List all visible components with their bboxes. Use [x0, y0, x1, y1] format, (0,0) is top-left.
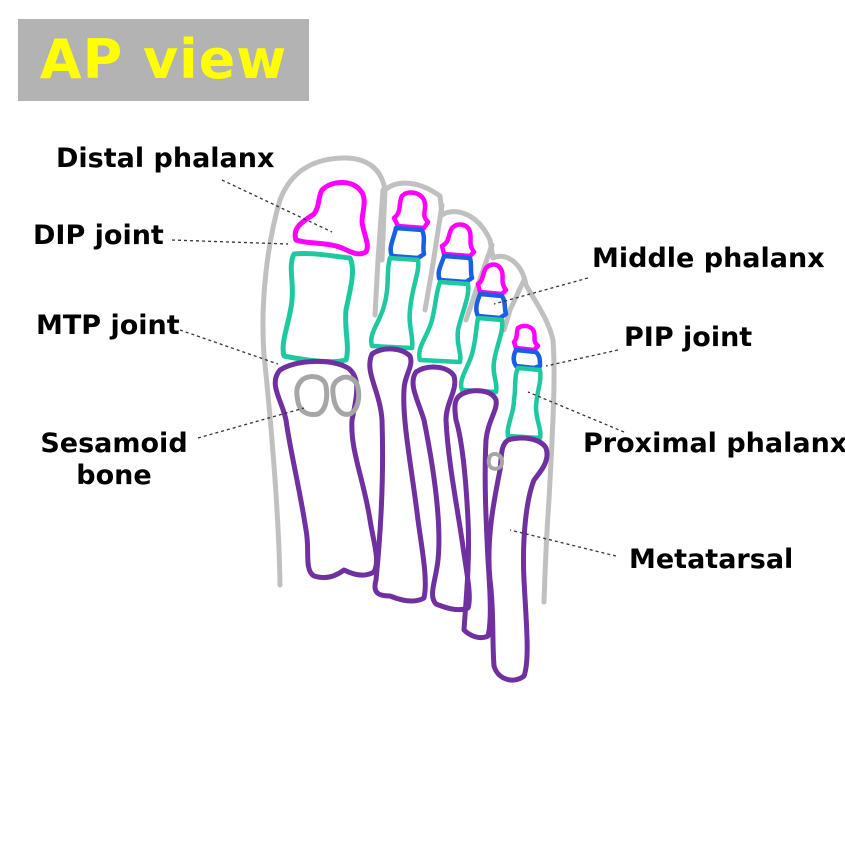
title-banner: AP view — [18, 19, 309, 101]
label-metatarsal: Metatarsal — [629, 544, 794, 575]
label-distal-phalanx: Distal phalanx — [56, 143, 275, 174]
leader-line-distal-phalanx — [221, 179, 333, 233]
label-pip-joint: PIP joint — [624, 322, 753, 353]
leader-line-metatarsal — [509, 529, 617, 557]
label-proximal-phalanx: Proximal phalanx — [583, 428, 845, 459]
leader-line-pip-joint — [545, 349, 619, 367]
distal-phalanx-5 — [511, 323, 541, 353]
proximal-phalanx-2 — [368, 255, 421, 351]
middle-phalanx-2 — [388, 225, 427, 261]
label-sesamoid-line1: Sesamoid — [40, 428, 188, 459]
label-middle-phalanx: Middle phalanx — [592, 243, 825, 274]
label-dip-joint: DIP joint — [33, 220, 164, 251]
leader-line-proximal-phalanx — [527, 391, 625, 433]
middle-phalanx-3 — [436, 253, 475, 285]
metatarsal-5 — [486, 435, 550, 683]
distal-phalanx-2 — [391, 190, 431, 231]
metatarsal-3 — [410, 364, 472, 613]
proximal-phalanx-4 — [458, 315, 505, 395]
proximal-phalanx-5 — [505, 365, 543, 441]
toe-gap-outline-1 — [372, 187, 386, 318]
leader-line-dip-joint — [171, 239, 289, 245]
label-mtp-joint: MTP joint — [36, 310, 180, 341]
distal-phalanx-4 — [475, 262, 509, 297]
label-sesamoid-bone: Sesamoid bone — [36, 428, 192, 492]
metatarsal-2 — [367, 346, 428, 604]
proximal-phalanx-3 — [416, 279, 471, 365]
leader-line-mtp-joint — [179, 329, 279, 365]
toe-gap-outline-4 — [501, 277, 527, 333]
middle-phalanx-5 — [511, 347, 543, 371]
sesamoid-bone-lateral — [330, 374, 362, 417]
distal-phalanx-3 — [439, 222, 477, 259]
sesamoid-bone-medial — [294, 374, 330, 417]
small-ossicle — [486, 452, 504, 471]
distal-phalanx-1 — [292, 180, 370, 257]
toe-gap-outline-2 — [422, 202, 445, 313]
leader-line-sesamoid-bone — [197, 407, 305, 439]
page-title: AP view — [39, 28, 288, 91]
metatarsal-4 — [452, 388, 499, 641]
label-sesamoid-line2: bone — [76, 460, 152, 491]
proximal-phalanx-1 — [280, 251, 355, 365]
leader-line-middle-phalanx — [493, 277, 589, 305]
middle-phalanx-4 — [474, 291, 509, 321]
